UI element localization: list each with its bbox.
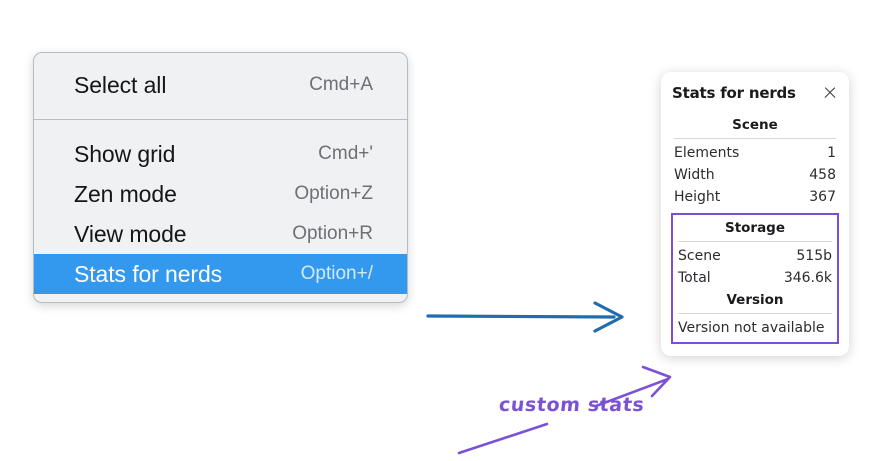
menu-item-shortcut: Option+R xyxy=(292,223,373,244)
section-title-version: Version xyxy=(726,292,784,308)
stat-key: Elements xyxy=(674,145,740,161)
menu-item-label: Stats for nerds xyxy=(74,260,223,287)
stat-row-width: Width 458 xyxy=(672,164,838,186)
handwritten-annotation-label: custom stats xyxy=(497,394,646,416)
stat-value: 346.6k xyxy=(783,270,832,286)
section-divider xyxy=(674,138,836,139)
menu-item-select-all[interactable]: Select all Cmd+A xyxy=(34,65,407,105)
stat-key: Height xyxy=(674,189,721,205)
stat-row-total-size: Total 346.6k xyxy=(676,267,834,289)
menu-item-shortcut: Cmd+A xyxy=(309,74,373,95)
menu-item-label: Zen mode xyxy=(74,180,177,207)
section-title-storage: Storage xyxy=(724,220,786,236)
menu-item-stats-for-nerds[interactable]: Stats for nerds Option+/ xyxy=(34,254,407,294)
stat-value: 1 xyxy=(827,145,836,161)
stats-section-scene: Scene Elements 1 Width 458 Height 367 xyxy=(672,114,838,208)
section-divider xyxy=(678,241,832,242)
stat-key: Total xyxy=(678,270,711,286)
stat-key: Width xyxy=(674,167,715,183)
stats-panel-title: Stats for nerds xyxy=(672,84,796,102)
context-menu[interactable]: Select all Cmd+A Show grid Cmd+' Zen mod… xyxy=(33,52,408,303)
section-title-scene: Scene xyxy=(732,117,778,133)
menu-item-shortcut: Option+/ xyxy=(300,263,373,284)
custom-stats-highlight-box: Storage Scene 515b Total 346.6k Version … xyxy=(671,213,839,344)
menu-group-selection: Select all Cmd+A xyxy=(34,53,407,119)
close-icon[interactable] xyxy=(822,85,838,101)
stat-row-height: Height 367 xyxy=(672,186,838,208)
menu-item-label: Show grid xyxy=(74,140,176,167)
stats-for-nerds-panel: Stats for nerds Scene Elements 1 Width 4… xyxy=(661,72,849,356)
blue-arrow xyxy=(426,301,624,333)
stat-row-elements: Elements 1 xyxy=(672,142,838,164)
menu-group-view: Show grid Cmd+' Zen mode Option+Z View m… xyxy=(34,119,407,302)
version-value: Version not available xyxy=(678,320,825,336)
menu-item-show-grid[interactable]: Show grid Cmd+' xyxy=(34,134,407,174)
stat-row-scene-size: Scene 515b xyxy=(676,245,834,267)
stat-value: 367 xyxy=(809,189,836,205)
menu-item-view-mode[interactable]: View mode Option+R xyxy=(34,214,407,254)
stats-section-version: Version Version not available xyxy=(676,289,834,339)
section-divider xyxy=(678,313,832,314)
stat-key: Scene xyxy=(678,248,721,264)
menu-item-label: Select all xyxy=(74,71,167,98)
purple-underline-stroke xyxy=(457,422,549,455)
menu-item-zen-mode[interactable]: Zen mode Option+Z xyxy=(34,174,407,214)
menu-item-label: View mode xyxy=(74,220,187,247)
stats-panel-header: Stats for nerds xyxy=(672,84,838,102)
stat-value: 458 xyxy=(809,167,836,183)
stat-value: 515b xyxy=(796,248,832,264)
stats-section-storage: Storage Scene 515b Total 346.6k xyxy=(676,217,834,289)
menu-item-shortcut: Option+Z xyxy=(294,183,373,204)
menu-item-shortcut: Cmd+' xyxy=(318,143,373,164)
